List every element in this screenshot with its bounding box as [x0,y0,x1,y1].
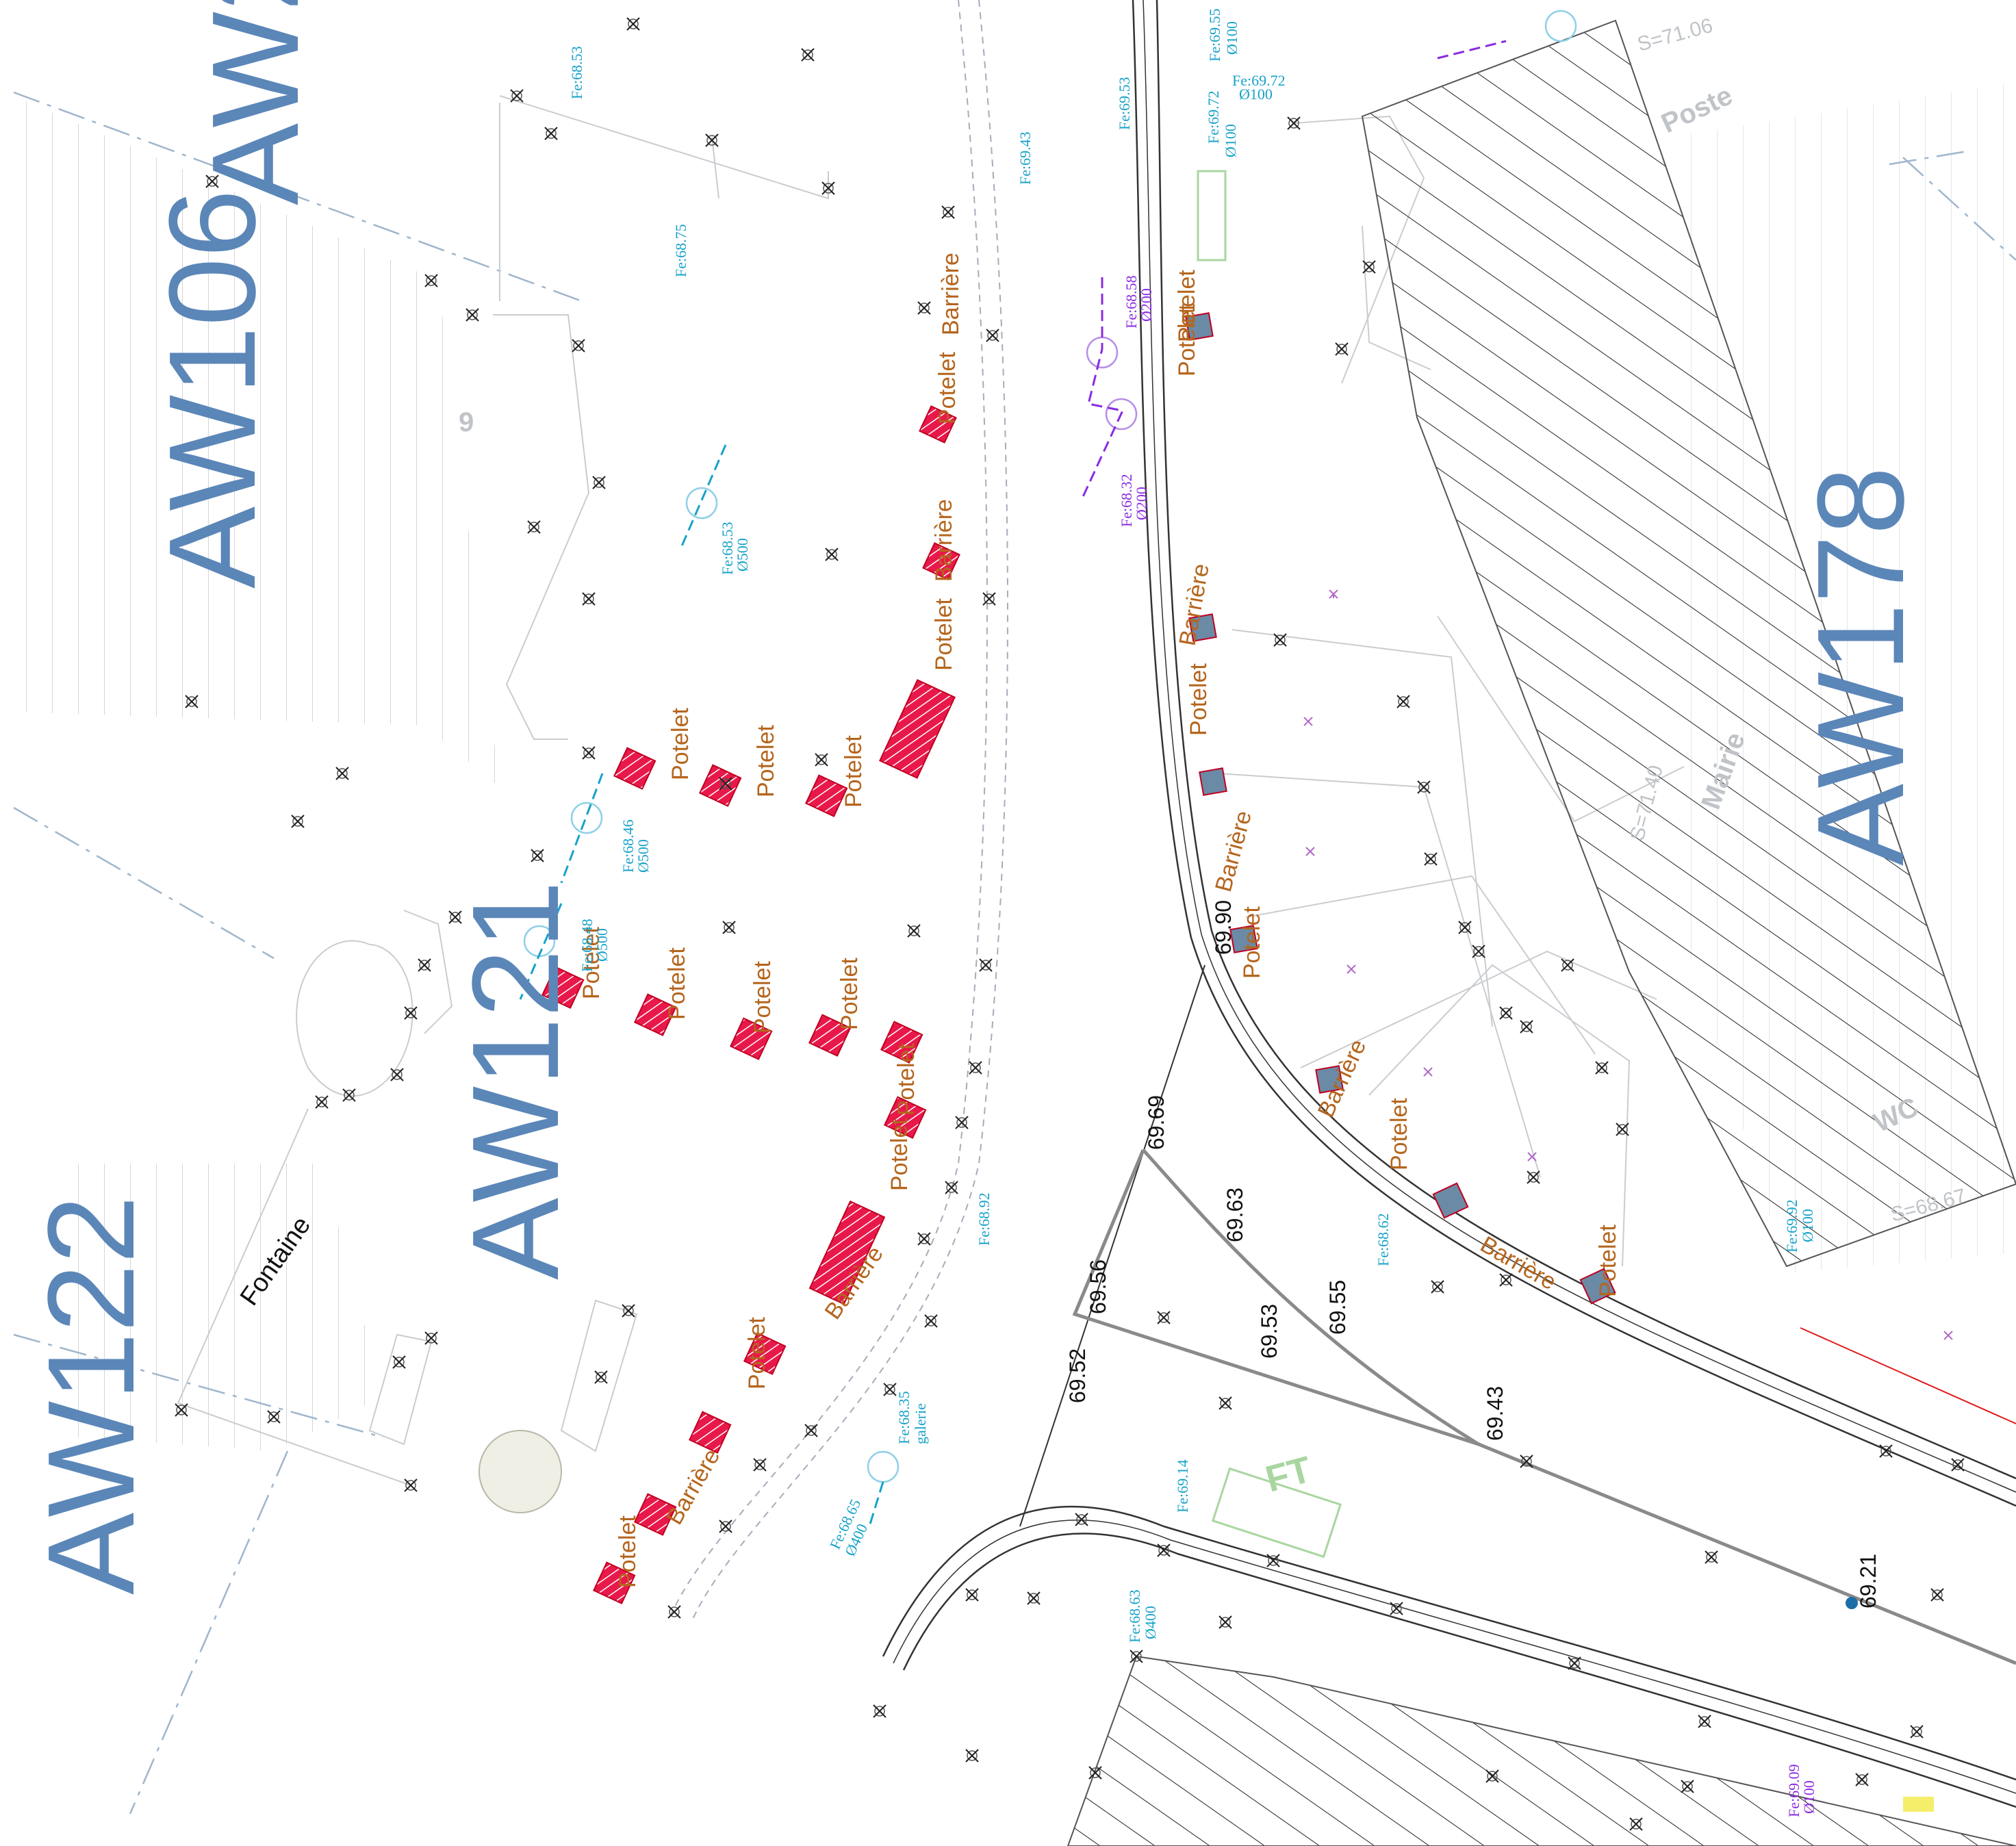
svg-text:69.90: 69.90 [1211,900,1236,955]
svg-text:Ø100: Ø100 [1223,21,1240,55]
level-lines [1072,1149,2016,1665]
asterisks [1303,589,1953,1340]
svg-text:Ø100: Ø100 [1222,124,1239,157]
potelet-label: Potelet [841,735,867,808]
svg-text:Ø100: Ø100 [1799,1209,1816,1242]
ft-label: FT [1262,1449,1316,1500]
svg-text:Fe:69.43: Fe:69.43 [1017,131,1034,185]
svg-text:69.56: 69.56 [1086,1259,1110,1314]
svg-text:Fe:68.53: Fe:68.53 [568,46,585,99]
svg-text:Fe:69.53: Fe:69.53 [1116,77,1133,130]
svg-text:Fe:68.63: Fe:68.63 [1126,1589,1143,1643]
s7106-label: S=71.06 [1635,14,1715,56]
barriere-label: Barrière [938,253,964,335]
barriere-label: Barrière [1476,1231,1561,1295]
barriere-label: Barrière [931,499,957,582]
potelet-label: Potelet [934,352,960,424]
svg-text:69.63: 69.63 [1223,1188,1247,1242]
svg-text:69.21: 69.21 [1856,1554,1880,1608]
svg-text:Ø100: Ø100 [1800,1780,1817,1814]
potelet-label: Potelet [744,1317,770,1389]
svg-text:Ø500: Ø500 [635,839,652,873]
potelet-label: Potelet [886,1118,913,1191]
svg-text:Ø200: Ø200 [1138,288,1155,322]
red-network-line [1800,1327,2016,1424]
svg-text:Fe:68.32: Fe:68.32 [1118,474,1135,527]
tree-symbol [479,1430,562,1513]
potelet-label: Potelet [1386,1098,1412,1170]
svg-text:Fe:69.14: Fe:69.14 [1174,1459,1191,1513]
svg-text:Ø500: Ø500 [594,928,611,962]
road-edges [882,0,2016,1808]
potelet-label: Potelet [1174,304,1200,376]
svg-text:Fe:68.53: Fe:68.53 [719,522,736,575]
svg-text:Ø500: Ø500 [734,538,751,572]
svg-text:Fe:69.72: Fe:69.72 [1205,90,1222,144]
parcel-boundaries [13,91,2016,1815]
spot-heights: 69.90 69.69 69.63 69.56 69.55 69.53 69.5… [1065,900,1880,1608]
svg-text:Fe:69.55: Fe:69.55 [1206,8,1223,62]
potelet-label: Potelet [1595,1225,1621,1297]
svg-text:69.55: 69.55 [1325,1280,1350,1335]
parcel-label-aw21: AW21 [187,0,324,205]
grey-nine-label: 9 [459,407,474,437]
potelet-label: Potelet [750,961,776,1034]
barriere-label: Barrière [661,1444,725,1529]
red-hatched-items [541,405,960,1604]
potelet-label: Potelet [753,725,779,797]
svg-text:Fe:68.75: Fe:68.75 [672,224,689,277]
manholes [523,10,1577,1483]
svg-text:Fe:68.92: Fe:68.92 [975,1192,993,1246]
potelet-label: Potelet [667,708,693,780]
grey-squares [1185,312,1616,1305]
svg-text:Fe:68.46: Fe:68.46 [620,819,637,873]
svg-text:Fe:68.35: Fe:68.35 [895,1391,913,1444]
sidewalk-lines [670,0,1008,1623]
svg-text:Fe:68.62: Fe:68.62 [1375,1213,1392,1266]
svg-text:Fe:69.09: Fe:69.09 [1785,1764,1802,1817]
network-pipes [519,40,1507,1527]
svg-text:Ø400: Ø400 [1142,1606,1159,1639]
potelet-label: Potelet [615,1515,641,1588]
potelet-label: Potelet [1186,663,1212,736]
svg-text:Fe:68.58: Fe:68.58 [1123,275,1140,329]
network-labels: Fe:68.53 Fe:68.75 Fe:69.43 Fe:69.53 Fe:6… [568,8,1817,1817]
svg-text:Fe:69.72: Fe:69.72 [1232,72,1286,89]
svg-text:Ø100: Ø100 [1239,86,1273,103]
yellow-marker [1903,1797,1934,1812]
parcel-label-aw121: AW121 [447,880,585,1280]
potelet-label: Potelet [931,598,957,671]
parcel-label-aw106: AW106 [144,189,281,589]
svg-text:69.69: 69.69 [1144,1095,1169,1150]
spot-height-marker [1846,1597,1858,1609]
svg-text:Fe:68.48: Fe:68.48 [578,919,596,972]
svg-text:galerie: galerie [912,1403,929,1444]
buildings [1067,19,2016,1846]
potelet-label: Potelet [664,947,690,1020]
potelet-label: Potelet [1239,906,1265,979]
parcel-label-aw178: AW178 [1792,466,1930,866]
potelet-label: Potelet [893,1043,919,1116]
potelet-label: Potelet [1174,270,1200,342]
svg-text:69.53: 69.53 [1257,1304,1281,1359]
ft-cabinet [1197,170,1342,1559]
barriere-label: Barrière [1210,808,1257,895]
svg-text:Ø200: Ø200 [1133,487,1150,520]
svg-text:69.43: 69.43 [1483,1386,1507,1441]
svg-text:69.52: 69.52 [1065,1348,1090,1403]
potelet-label: Potelet [837,958,863,1030]
parcel-label-aw122: AW122 [23,1195,160,1595]
svg-text:Fe:69.92: Fe:69.92 [1783,1199,1800,1253]
potelet-label: Potelet [578,927,604,999]
